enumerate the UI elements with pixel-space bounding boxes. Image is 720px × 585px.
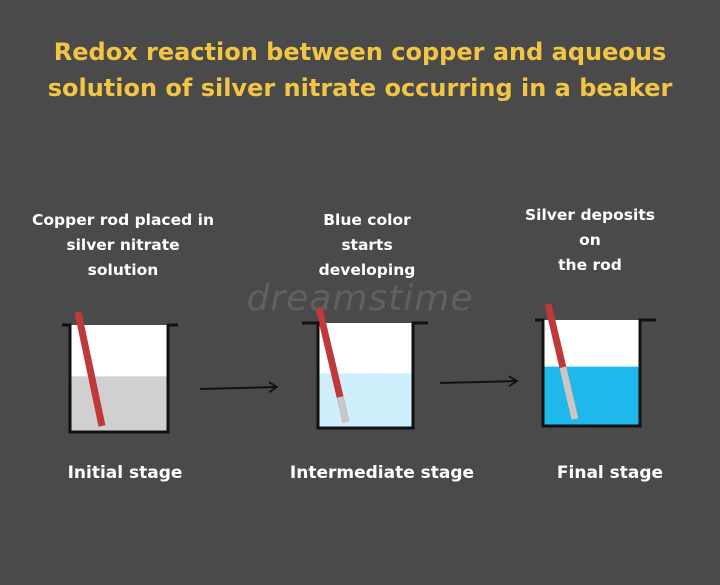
caption-final-line-2: on xyxy=(579,231,601,249)
solution-initial xyxy=(70,376,168,432)
caption-final-line-3: the rod xyxy=(558,256,622,274)
solution-final xyxy=(543,366,640,426)
arrow-initial-to-intermediate xyxy=(199,387,277,389)
beaker-final xyxy=(535,303,656,428)
beaker-initial-outline xyxy=(62,323,178,434)
caption-intermediate-line-1: Blue color xyxy=(323,211,411,229)
silver-coating-final xyxy=(559,366,579,420)
caption-intermediate-line-2: starts xyxy=(341,236,393,254)
title-line-1: Redox reaction between copper and aqueou… xyxy=(53,38,667,66)
solution-intermediate xyxy=(318,373,413,428)
caption-initial-line-1: Copper rod placed in xyxy=(32,211,214,229)
caption-final: Silver deposits on the rod xyxy=(505,203,675,278)
beaker-intermediate-outline xyxy=(302,321,428,430)
arrow-intermediate-to-final xyxy=(439,381,517,383)
label-initial-stage: Initial stage xyxy=(67,463,183,483)
label-final-stage: Final stage xyxy=(556,463,664,483)
beaker-intermediate xyxy=(302,307,428,430)
caption-intermediate-line-3: developing xyxy=(318,261,416,279)
label-intermediate-stage: Intermediate stage xyxy=(289,463,475,483)
copper-rod-initial xyxy=(74,311,106,427)
caption-initial-line-3: solution xyxy=(87,261,159,279)
caption-initial: Copper rod placed in silver nitrate solu… xyxy=(18,208,228,283)
caption-final-line-1: Silver deposits xyxy=(525,206,655,224)
beaker-initial xyxy=(62,311,178,434)
diagram-title: Redox reaction between copper and aqueou… xyxy=(30,34,690,106)
beaker-final-outline xyxy=(535,318,656,428)
silver-coating-intermediate xyxy=(336,396,350,423)
caption-initial-line-2: silver nitrate xyxy=(66,236,180,254)
watermark: dreamstime xyxy=(246,278,474,319)
caption-intermediate: Blue color starts developing xyxy=(282,208,452,283)
title-line-2: solution of silver nitrate occurring in … xyxy=(47,74,673,102)
